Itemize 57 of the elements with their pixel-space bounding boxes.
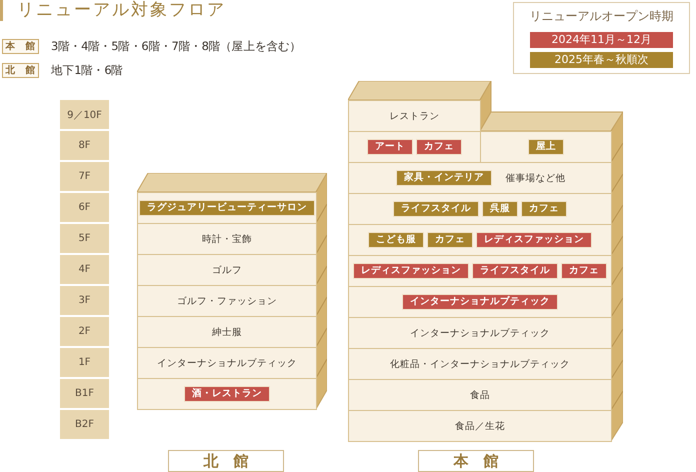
floor-band: 化粧品・インターナショナルブティック xyxy=(348,348,612,380)
building-tag: 本 館 xyxy=(2,39,39,54)
floor-text: 催事場など他 xyxy=(506,172,566,184)
floor-band xyxy=(348,286,612,318)
floor-band xyxy=(137,378,317,410)
floor-band: ゴルフ・ファッション xyxy=(137,285,317,317)
floor-number: B1F xyxy=(60,379,109,408)
floor-band: 時計・宝飾 xyxy=(137,223,317,255)
floor-band xyxy=(348,162,612,194)
legend-entry: 2024年11月～12月 xyxy=(530,32,673,48)
floor-band xyxy=(137,192,317,224)
shop-tag: アート xyxy=(367,139,413,155)
floor-band: 食品／生花 xyxy=(348,410,612,442)
floor-number: 8F xyxy=(60,131,109,160)
floor-number: 1F xyxy=(60,348,109,377)
shop-tag: 家具・インテリア xyxy=(396,170,492,186)
floor-number: 5F xyxy=(60,224,109,253)
floor-band xyxy=(348,224,612,256)
floor-band xyxy=(348,131,481,163)
floor-band: ゴルフ xyxy=(137,254,317,286)
shop-tag: レディスファッション xyxy=(353,263,469,279)
floor-number: 6F xyxy=(60,193,109,222)
shop-tag: インターナショナルブティック xyxy=(402,294,558,310)
floor-band: レストラン xyxy=(348,100,481,132)
shop-tag: ライフスタイル xyxy=(472,263,558,279)
shop-tag: カフェ xyxy=(416,139,462,155)
floor-band: 食品 xyxy=(348,379,612,411)
building-tag: 北 館 xyxy=(2,63,39,78)
floor-number: 3F xyxy=(60,286,109,315)
floor-band: 紳士服 xyxy=(137,316,317,348)
floor-number: 2F xyxy=(60,317,109,346)
floor-number: 9／10F xyxy=(60,100,109,129)
legend-heading: リニューアルオープン時期 xyxy=(530,8,674,24)
floor-number: 7F xyxy=(60,162,109,191)
shop-tag: 呉服 xyxy=(482,201,518,217)
shop-tag: カフェ xyxy=(521,201,567,217)
shop-tag: ライフスタイル xyxy=(393,201,479,217)
floor-band xyxy=(480,131,612,163)
floor-band: インターナショナルブティック xyxy=(348,317,612,349)
building-label: 北 館 xyxy=(168,450,284,472)
shop-tag: レディスファッション xyxy=(476,232,592,248)
shop-tag: 屋上 xyxy=(528,139,564,155)
shop-tag: カフェ xyxy=(561,263,607,279)
page-title: リニューアル対象フロア xyxy=(0,0,226,21)
shop-tag: こども服 xyxy=(368,232,424,248)
shop-tag: カフェ xyxy=(427,232,473,248)
floor-list: 地下1階・6階 xyxy=(51,63,123,78)
floor-band xyxy=(348,255,612,287)
floor-number: B2F xyxy=(60,410,109,439)
building-label: 本 館 xyxy=(418,450,534,472)
legend-entry: 2025年春～秋順次 xyxy=(530,52,673,68)
floor-band xyxy=(348,193,612,225)
shop-tag: ラグジュアリービューティーサロン xyxy=(139,200,315,216)
shop-tag: 酒・レストラン xyxy=(184,386,270,402)
floor-number: 4F xyxy=(60,255,109,284)
floor-list: 3階・4階・5階・6階・7階・8階（屋上を含む） xyxy=(51,39,302,54)
floor-band: インターナショナルブティック xyxy=(137,347,317,379)
